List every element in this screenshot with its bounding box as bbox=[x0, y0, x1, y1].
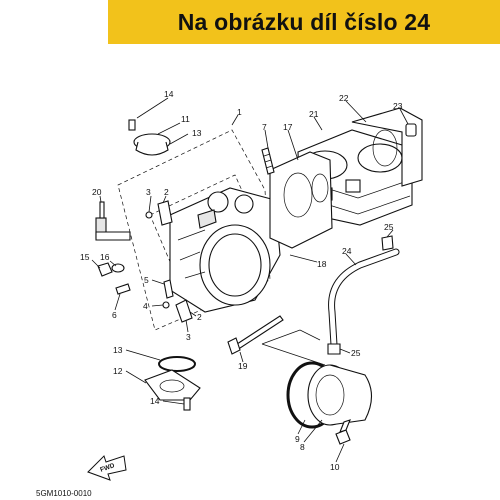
callout-17: 17 bbox=[283, 122, 293, 132]
clamp-part-25-upper bbox=[381, 235, 394, 251]
callout-10: 10 bbox=[330, 462, 340, 472]
bolt-part-14-lower bbox=[183, 397, 191, 411]
callout-12: 12 bbox=[113, 366, 123, 376]
callout-14-lower: 14 bbox=[150, 396, 160, 406]
bolt-part-6 bbox=[115, 283, 131, 295]
callout-19: 19 bbox=[238, 361, 248, 371]
washer-part-16 bbox=[111, 263, 125, 273]
callout-20: 20 bbox=[92, 187, 102, 197]
callout-13-lower: 13 bbox=[113, 345, 123, 355]
gasket-part-17 bbox=[269, 151, 333, 249]
head-gasket-part-22 bbox=[351, 107, 423, 187]
callout-15: 15 bbox=[80, 252, 90, 262]
callout-7: 7 bbox=[262, 122, 267, 132]
callout-8: 8 bbox=[300, 442, 305, 452]
small-part-2-3-lower bbox=[175, 299, 193, 323]
callout-13-top: 13 bbox=[192, 128, 202, 138]
clamp-part-25-lower bbox=[327, 343, 341, 355]
callout-3-upper: 3 bbox=[146, 187, 151, 197]
callout-11: 11 bbox=[181, 114, 190, 124]
callout-25-upper: 25 bbox=[384, 222, 394, 232]
callout-4: 4 bbox=[143, 301, 148, 311]
callout-25-lower: 25 bbox=[351, 348, 361, 358]
pipe-part-24[interactable] bbox=[328, 248, 400, 349]
callout-18: 18 bbox=[317, 259, 327, 269]
cap-part-11 bbox=[128, 119, 171, 156]
stud-part-7 bbox=[261, 147, 275, 175]
callout-2-upper: 2 bbox=[164, 187, 169, 197]
callout-23: 23 bbox=[393, 101, 403, 111]
title-banner: Na obrázku díl číslo 24 bbox=[108, 0, 500, 44]
callout-14-top: 14 bbox=[164, 89, 174, 99]
fwd-arrow-icon bbox=[87, 455, 127, 481]
callout-1: 1 bbox=[237, 107, 242, 117]
callout-6: 6 bbox=[112, 310, 117, 320]
dowel-pin-part-23 bbox=[405, 123, 417, 137]
seal-part-13 bbox=[158, 356, 196, 372]
callout-24: 24 bbox=[342, 246, 352, 256]
diagram-code: 5GM1010-0010 bbox=[36, 489, 92, 498]
banner-title: Na obrázku díl číslo 24 bbox=[177, 8, 431, 35]
bolt-part-10 bbox=[335, 419, 351, 445]
crankcase-part-1 bbox=[169, 187, 281, 313]
callout-21: 21 bbox=[309, 109, 319, 119]
cover-part-8 bbox=[307, 364, 373, 426]
callout-22: 22 bbox=[339, 93, 349, 103]
small-part-2-3-upper bbox=[145, 200, 173, 226]
nut-part-15 bbox=[97, 262, 113, 277]
callout-2-lower: 2 bbox=[197, 312, 202, 322]
sensor-part-20 bbox=[95, 201, 131, 241]
cap-part-12 bbox=[144, 369, 201, 401]
callout-16: 16 bbox=[100, 252, 110, 262]
callout-3-lower: 3 bbox=[186, 332, 191, 342]
fwd-label: FWD bbox=[99, 462, 116, 474]
callout-5: 5 bbox=[144, 275, 149, 285]
callout-9: 9 bbox=[295, 434, 300, 444]
leader-lines bbox=[91, 97, 409, 463]
long-bolt-part-19 bbox=[227, 315, 284, 355]
